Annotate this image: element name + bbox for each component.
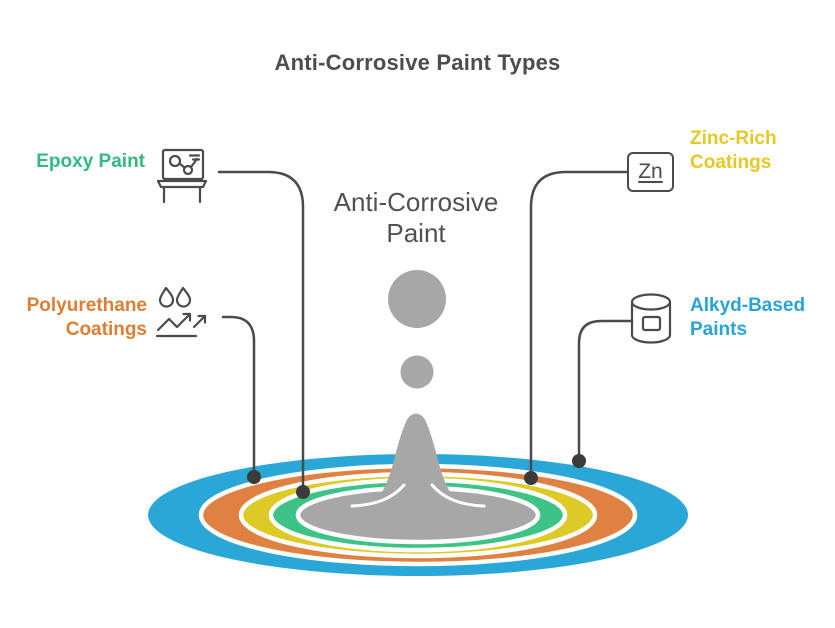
label-zinc-line1: Zinc-Rich: [690, 128, 777, 149]
connector-alkyd: [577, 319, 634, 463]
center-label: Anti-Corrosive Paint: [300, 187, 532, 249]
droplet-small: [400, 355, 434, 389]
label-zinc-rich-coatings: Zinc-Rich Coatings: [690, 127, 777, 175]
connector-dot-epoxy: [296, 485, 310, 499]
connector-epoxy: [217, 170, 305, 494]
droplet-large: [388, 270, 446, 328]
connector-polyurethane: [221, 315, 256, 479]
paint-can-icon: [630, 293, 672, 344]
splash-highlight-right: [430, 483, 486, 508]
connector-dot-zinc: [524, 471, 538, 485]
center-label-line1: Anti-Corrosive: [333, 187, 499, 217]
label-alkyd-based-paints: Alkyd-Based Paints: [690, 294, 805, 342]
label-polyurethane-line2: Coatings: [65, 319, 147, 340]
page-title: Anti-Corrosive Paint Types: [274, 50, 561, 75]
connector-dot-polyurethane: [247, 470, 261, 484]
label-polyurethane-coatings: Polyurethane Coatings: [27, 294, 147, 342]
label-alkyd-line2: Paints: [690, 319, 748, 340]
connector-zinc: [529, 170, 629, 480]
zinc-element-icon: Zn: [627, 152, 674, 192]
label-polyurethane-line1: Polyurethane: [26, 295, 147, 316]
label-epoxy-paint: Epoxy Paint: [36, 150, 145, 174]
connector-dot-alkyd: [572, 454, 586, 468]
splash-column: [346, 413, 486, 517]
label-epoxy-line1: Epoxy Paint: [36, 151, 145, 172]
water-repellent-icon: [155, 286, 207, 338]
center-label-line2: Paint: [386, 218, 446, 248]
label-zinc-line2: Coatings: [690, 152, 772, 173]
label-alkyd-line1: Alkyd-Based: [690, 295, 806, 316]
zinc-symbol: Zn: [638, 160, 663, 183]
easel-molecule-icon: [156, 148, 208, 204]
splash-highlight-left: [350, 483, 406, 508]
